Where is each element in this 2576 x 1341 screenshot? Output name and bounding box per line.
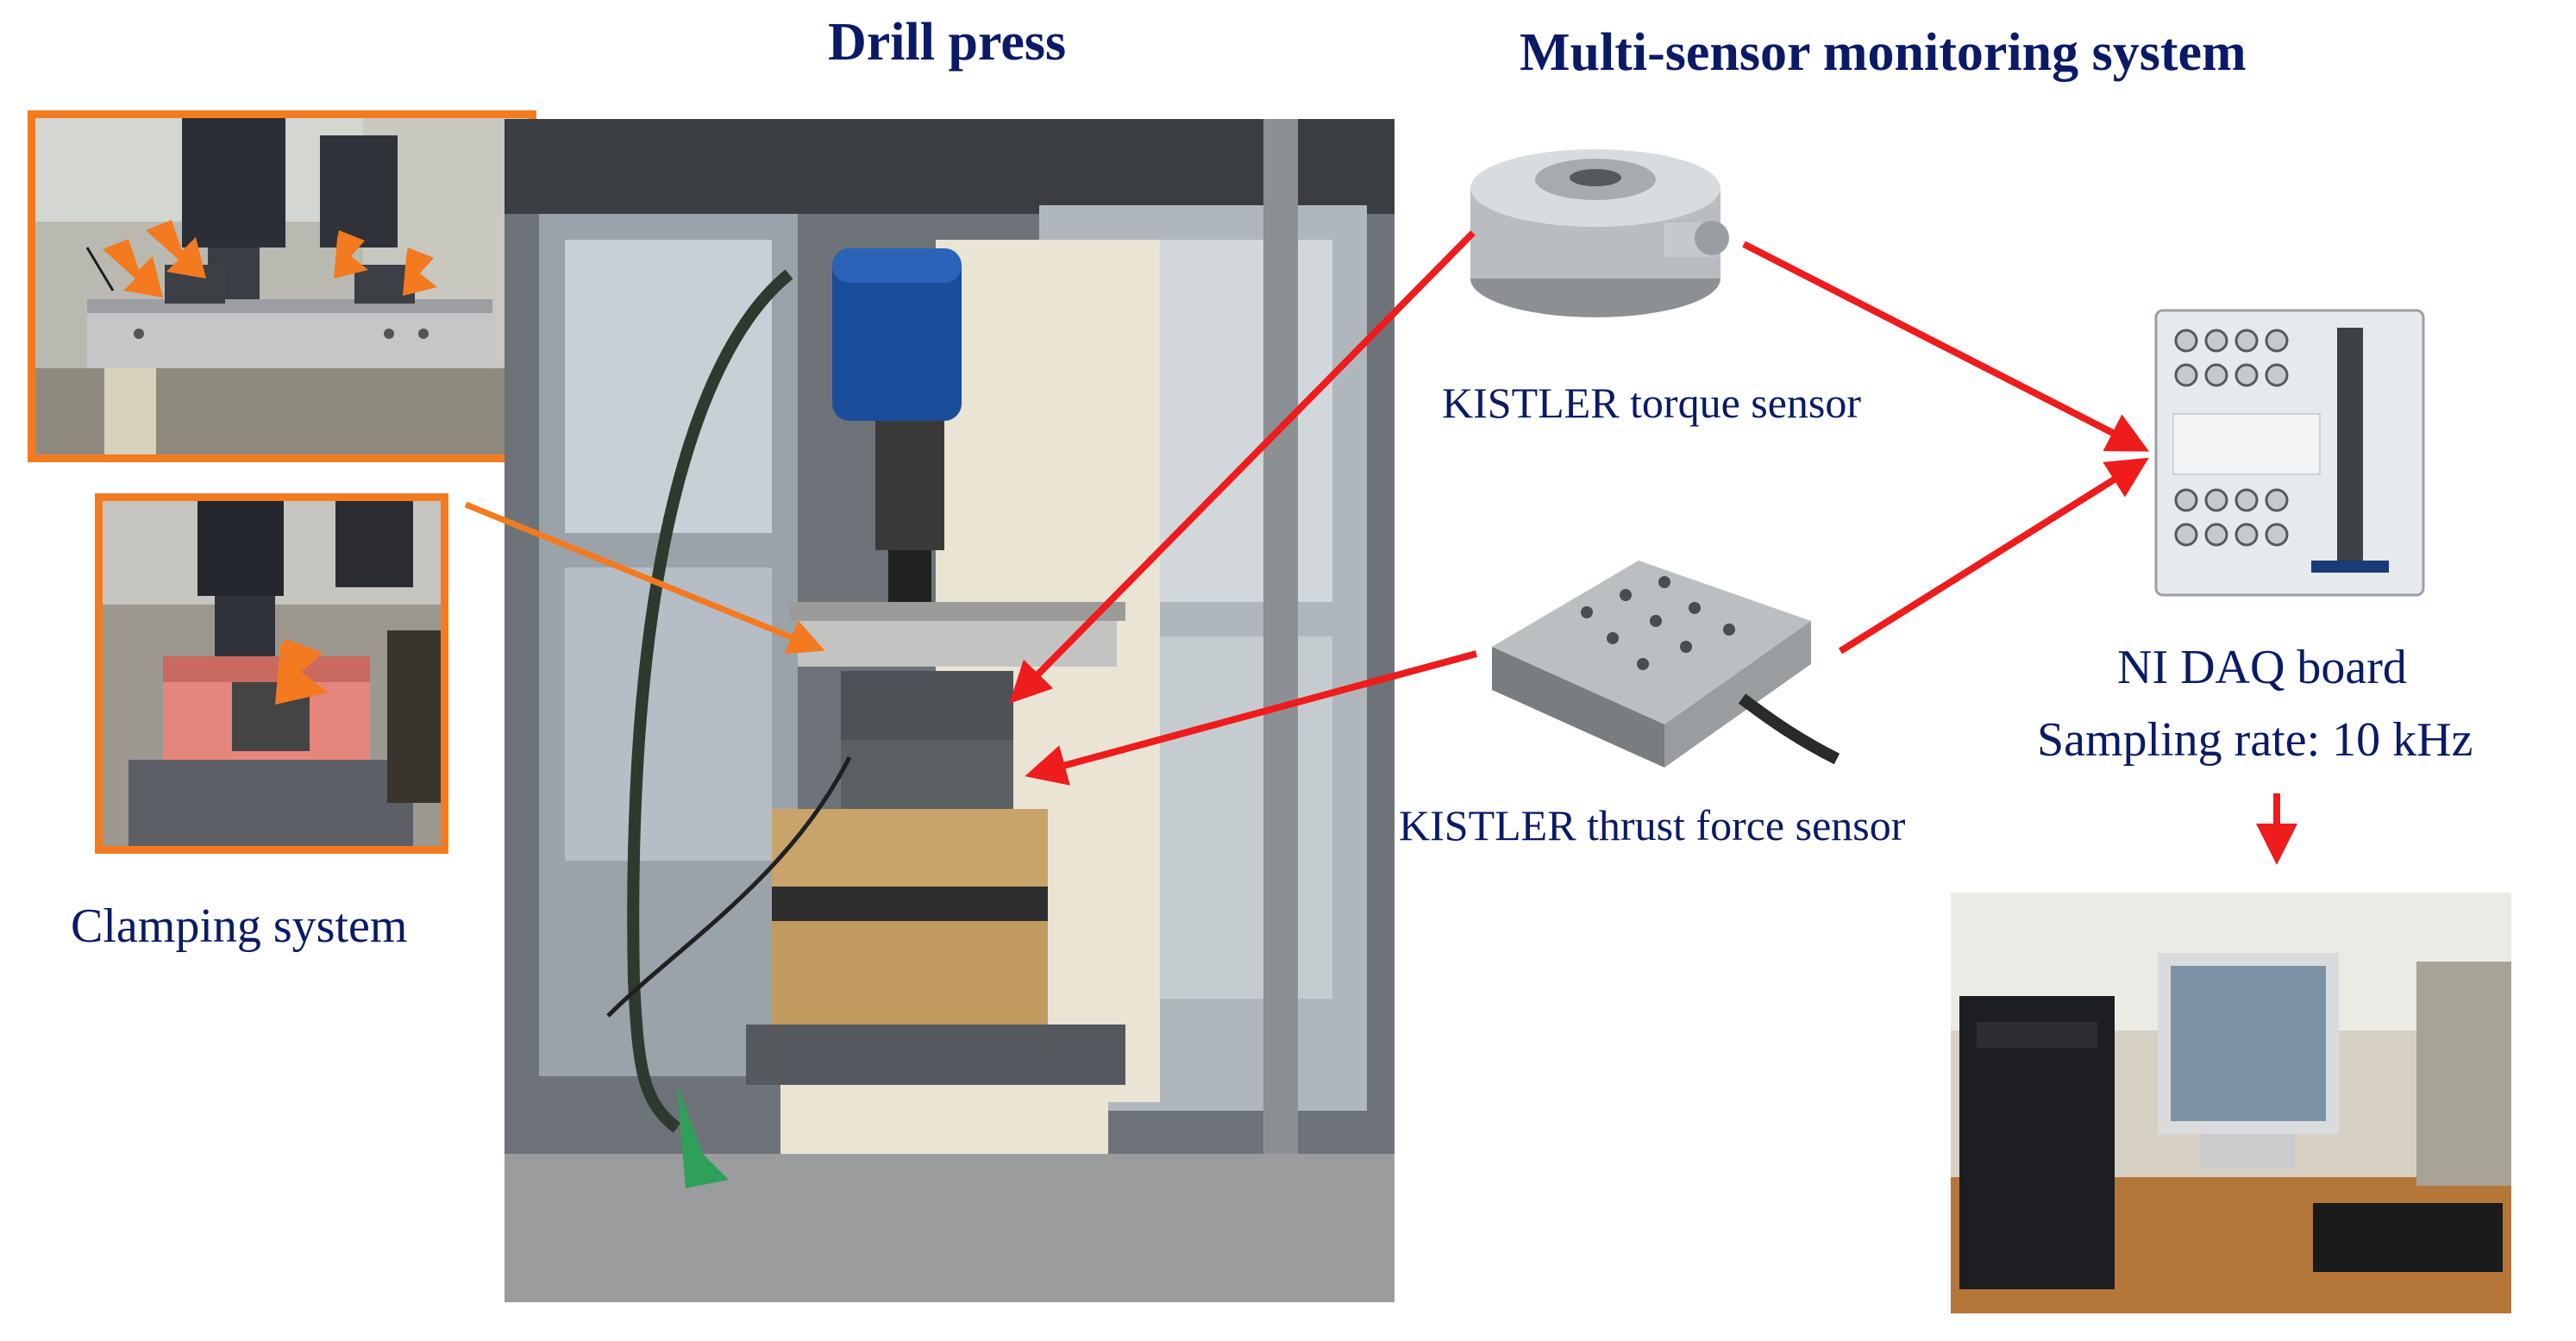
torque-sensor-photo <box>1466 128 1742 322</box>
computer-workstation-photo <box>1951 893 2511 1313</box>
drill-press-title: Drill press <box>828 13 1067 72</box>
daq-board-label: NI DAQ board <box>2117 641 2407 694</box>
clamp-arrow-3 <box>334 230 368 279</box>
clamp-arrow-4 <box>403 248 437 296</box>
clamping-inset-top <box>28 110 536 462</box>
drill-press-photo <box>505 119 1395 1302</box>
thrust-to-daq-arrow <box>1838 457 2149 655</box>
ni-daq-board-photo <box>2147 302 2432 604</box>
clamp-arrow-5 <box>275 639 329 705</box>
monitoring-system-title: Multi-sensor monitoring system <box>1520 23 2247 82</box>
clamping-inset-bottom <box>95 493 448 854</box>
thrust-sensor-photo <box>1483 526 1846 793</box>
thrust-sensor-label: KISTLER thrust force sensor <box>1399 801 1906 849</box>
torque-sensor-label: KISTLER torque sensor <box>1442 379 1862 427</box>
sampling-rate-label: Sampling rate: 10 kHz <box>2037 713 2473 767</box>
clamping-system-label: Clamping system <box>71 899 408 953</box>
clamp-arrow-2 <box>146 220 206 279</box>
clamp-arrow-1 <box>103 239 163 298</box>
